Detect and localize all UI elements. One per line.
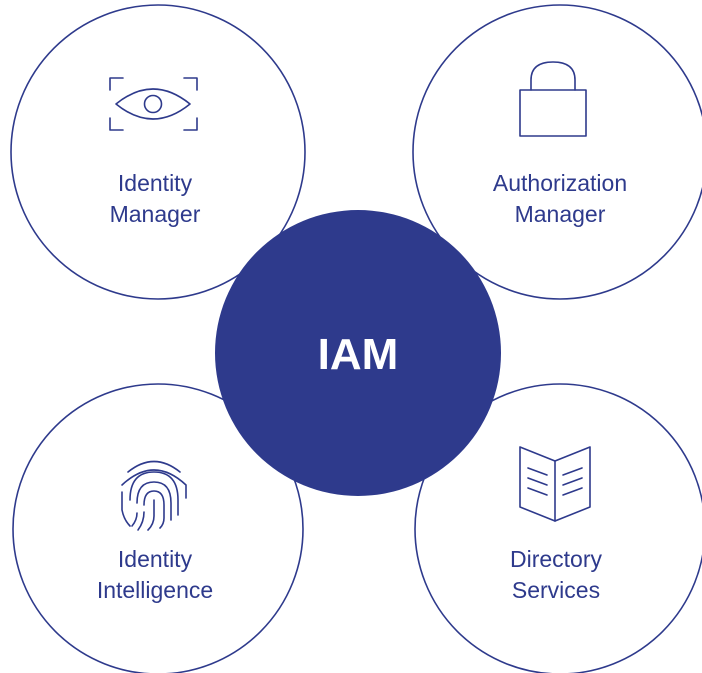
identity-intelligence-circle (12, 383, 304, 673)
directory-services-label-line2: Services (512, 577, 600, 603)
authorization-manager-label-line2: Manager (515, 201, 606, 227)
padlock-icon (519, 61, 587, 137)
iam-center-label: IAM (318, 330, 399, 379)
identity-intelligence-label-line1: Identity (118, 546, 193, 572)
directory-services-circle (414, 383, 702, 673)
open-book-icon (519, 446, 591, 522)
iam-center-circle (215, 210, 501, 496)
authorization-manager-circle (412, 4, 702, 300)
identity-manager-circle (10, 4, 306, 300)
eye-scan-icon (109, 77, 198, 131)
fingerprint-icon (121, 460, 187, 531)
identity-intelligence-label-line2: Intelligence (97, 577, 213, 603)
authorization-manager-label-line1: Authorization (493, 170, 627, 196)
directory-services-label-line1: Directory (510, 546, 603, 572)
identity-manager-label-line1: Identity (118, 170, 193, 196)
identity-manager-label-line2: Manager (110, 201, 201, 227)
